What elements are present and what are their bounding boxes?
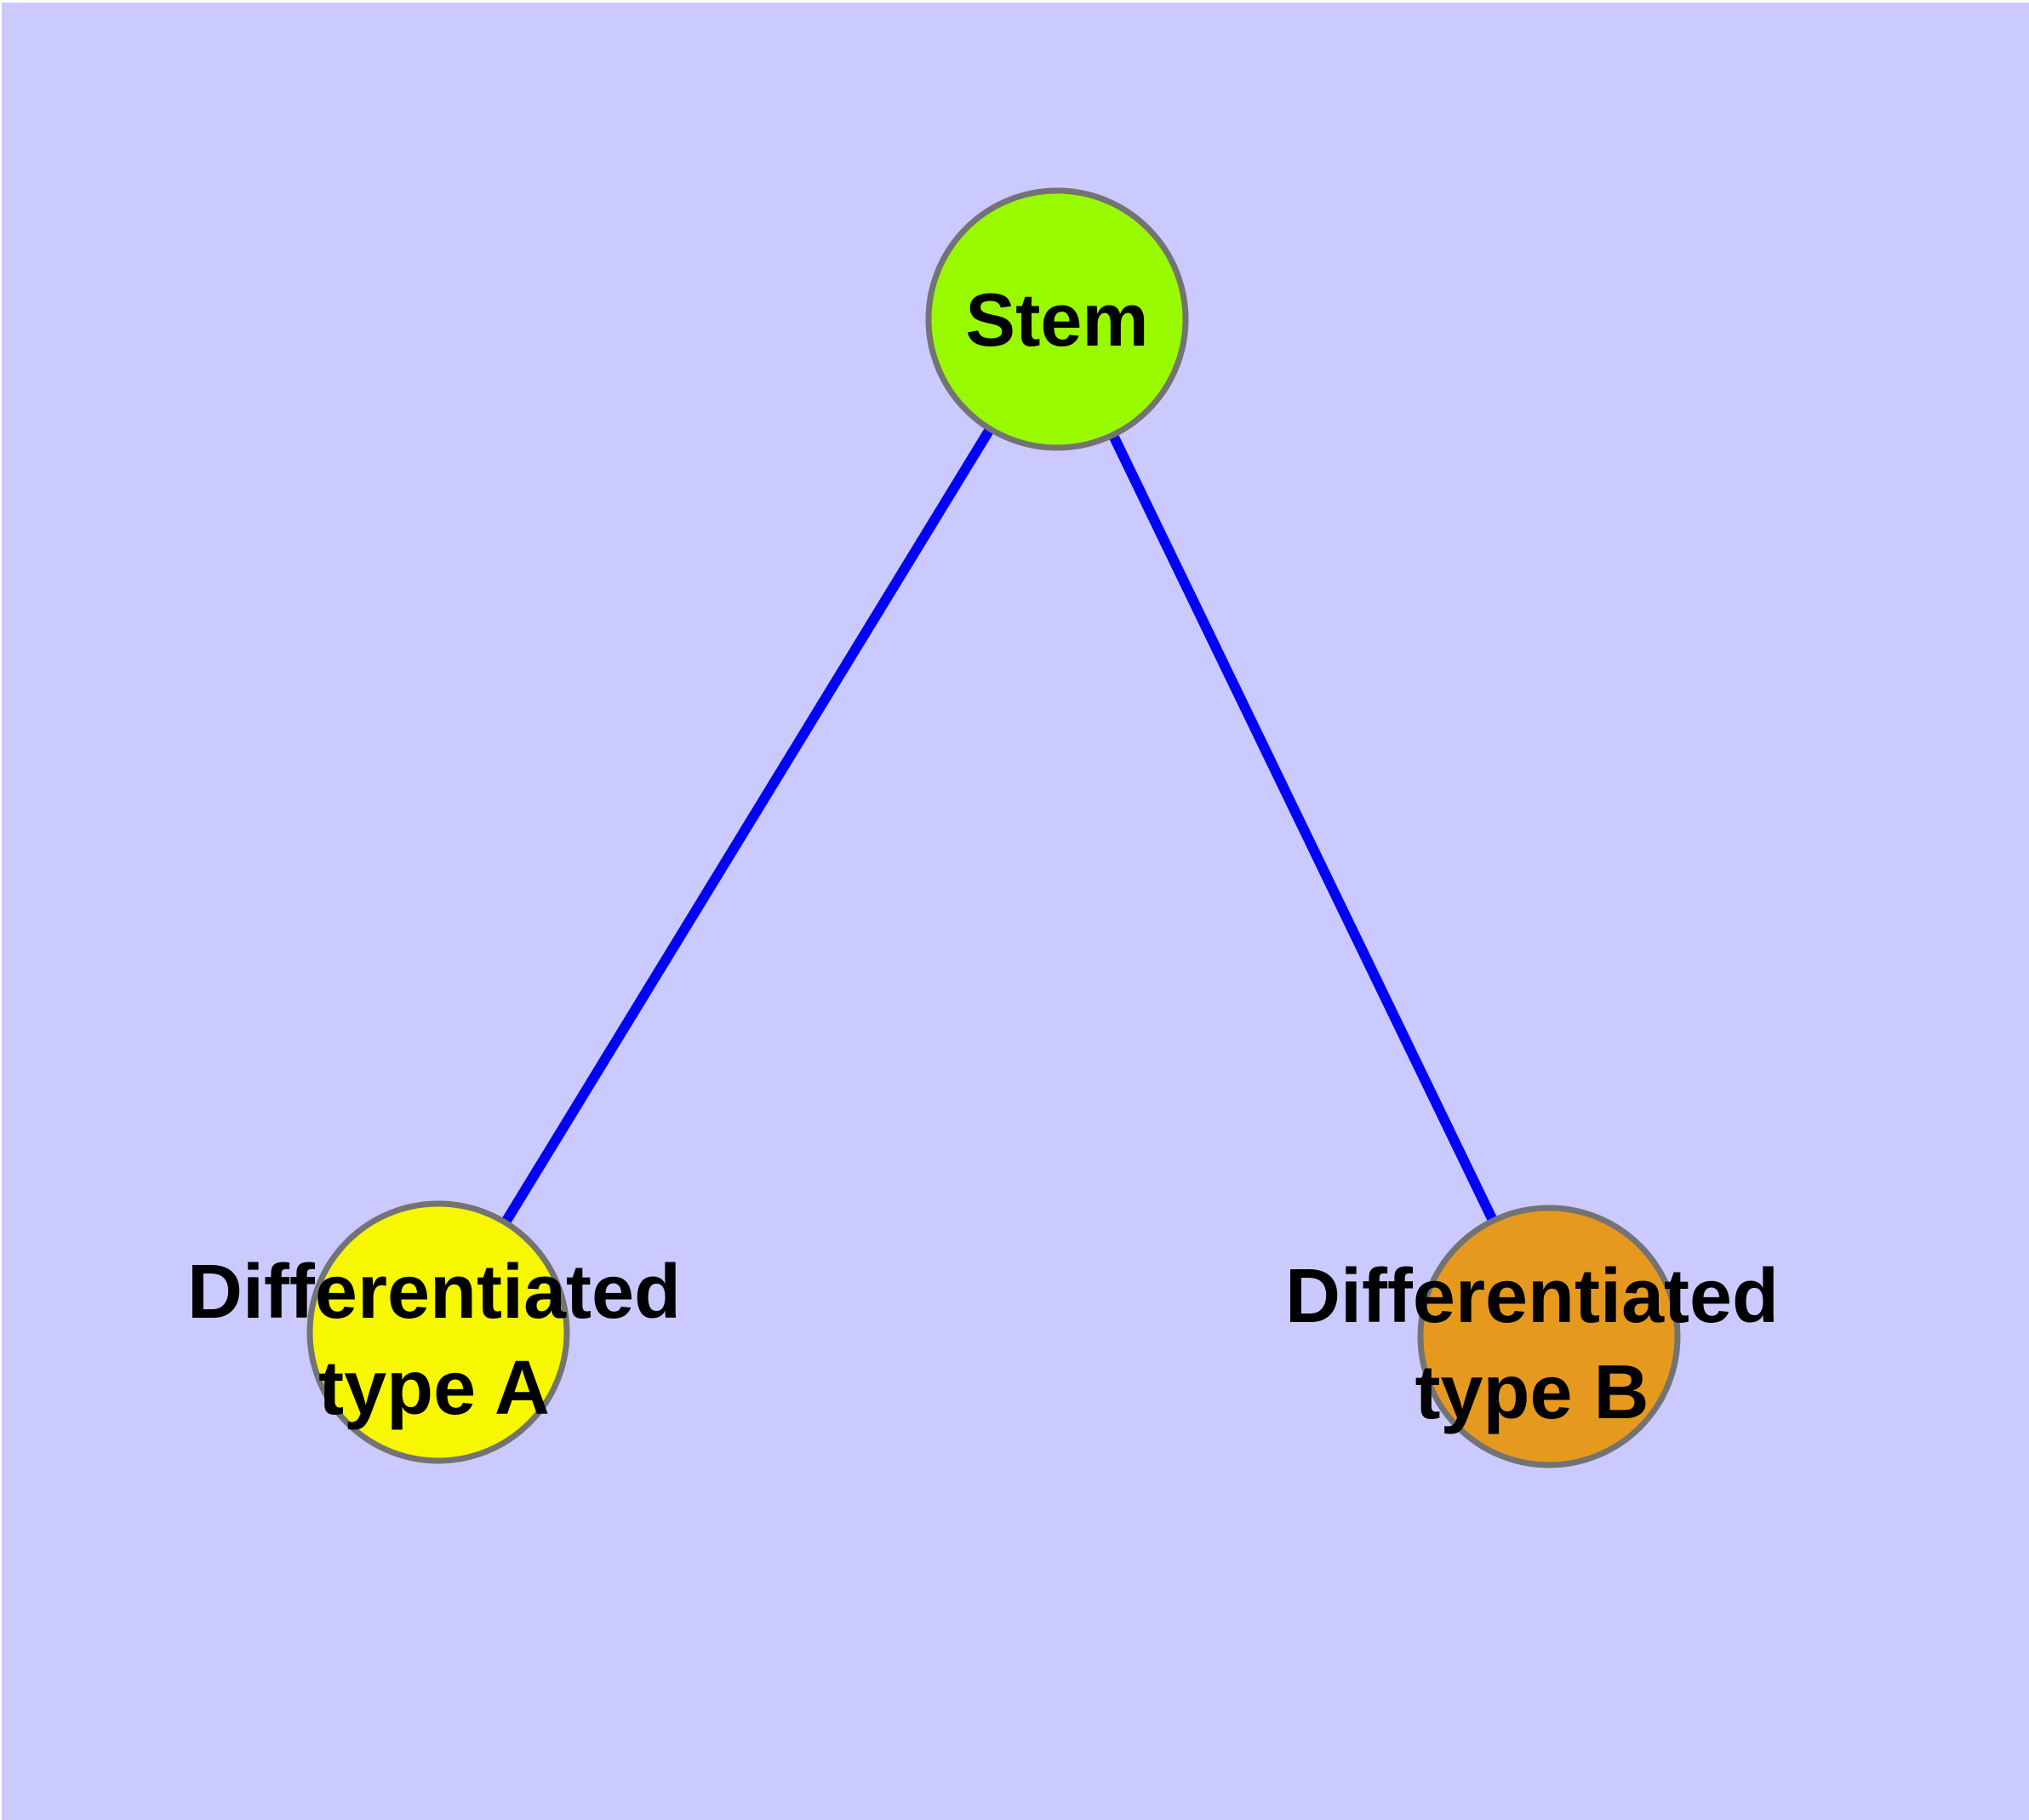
node-differentiated-type-a [306,1200,570,1464]
node-type-a-label-line2: type A [318,1346,550,1431]
node-type-b-label-line2: type B [1415,1350,1649,1435]
node-stem [925,187,1189,451]
node-type-b-label-line1: Differentiated [1285,1254,1779,1339]
node-type-a-label-line1: Differentiated [187,1250,681,1335]
node-differentiated-type-b [1417,1205,1681,1468]
edge-stem-to-type-a [433,316,1062,1336]
edge-stem-to-type-b [1052,317,1554,1339]
node-stem-label: Stem [965,278,1148,362]
